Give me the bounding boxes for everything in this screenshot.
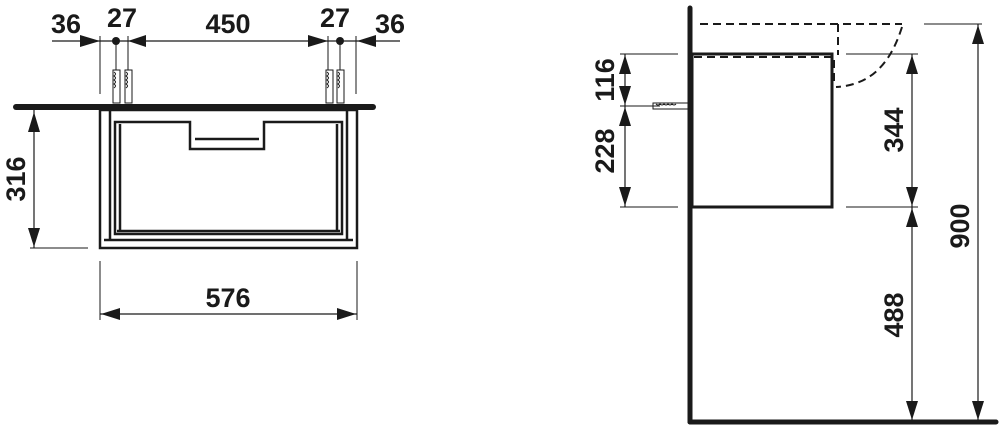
dim-center-span: 450 xyxy=(205,9,250,39)
dim-left-offset: 36 xyxy=(51,9,81,39)
dim-left-bolt-spacing: 27 xyxy=(107,3,137,33)
dim-total-height: 900 xyxy=(945,203,975,248)
side-view xyxy=(619,5,999,425)
dim-floor-to-cabinet: 488 xyxy=(879,292,909,337)
dim-front-height: 316 xyxy=(1,156,31,201)
dim-right-offset: 36 xyxy=(375,9,405,39)
wall-anchor-icon xyxy=(112,69,345,104)
dim-cabinet-height: 344 xyxy=(879,107,909,152)
dim-top-to-bolt: 116 xyxy=(590,58,620,102)
dim-right-bolt-spacing: 27 xyxy=(320,3,350,33)
dim-front-width: 576 xyxy=(205,283,250,313)
dim-bolt-to-bottom: 228 xyxy=(590,128,620,173)
front-view xyxy=(13,35,400,320)
